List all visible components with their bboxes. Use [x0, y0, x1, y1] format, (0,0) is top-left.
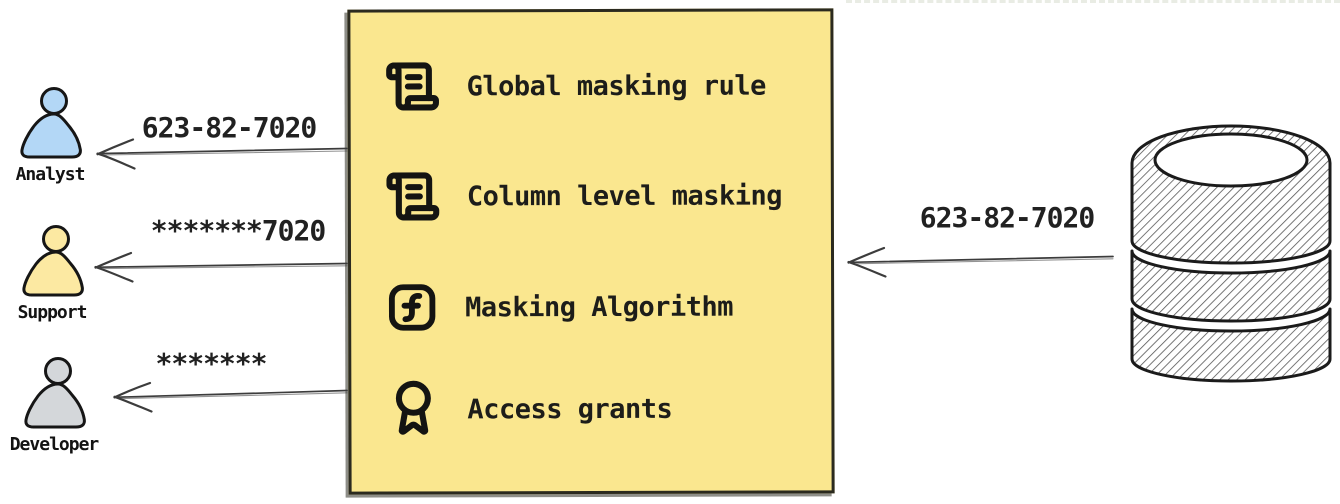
- award-icon: [395, 380, 431, 435]
- flow-value-database: 623-82-7020: [919, 201, 1095, 234]
- scroll-text-icon: [386, 62, 439, 111]
- masking-box-item-algorithm: Masking Algorithm: [385, 280, 733, 335]
- person-icon: [22, 225, 84, 297]
- arrow-to-developer: [113, 381, 348, 413]
- masking-box-item-access-grants: Access grants: [385, 378, 672, 441]
- scroll-text-icon: [386, 172, 440, 221]
- actor-support: Support: [4, 225, 100, 323]
- actor-label: Support: [17, 302, 88, 323]
- arrow-database-to-box: [847, 246, 1114, 278]
- canvas-edge-dashes: [846, 0, 1340, 3]
- actor-label: Analyst: [15, 164, 86, 185]
- masking-box-item-label: Global masking rule: [466, 70, 766, 102]
- actor-analyst: Analyst: [2, 87, 98, 185]
- masking-box-item-global-rule: Global masking rule: [384, 58, 766, 115]
- masking-box-item-column-masking: Column level masking: [385, 167, 782, 224]
- person-icon: [20, 87, 82, 159]
- person-icon: [24, 357, 86, 429]
- flow-value-support: *******7020: [150, 214, 326, 247]
- actor-label: Developer: [9, 434, 100, 455]
- masking-box-item-label: Masking Algorithm: [465, 291, 734, 323]
- flow-value-analyst: 623-82-7020: [141, 111, 317, 144]
- flow-value-developer: *******: [155, 347, 267, 380]
- actor-developer: Developer: [6, 357, 102, 455]
- arrow-to-support: [94, 251, 348, 283]
- masking-box-item-label: Access grants: [467, 393, 673, 425]
- database-icon: [1130, 124, 1332, 383]
- masking-box-item-label: Column level masking: [466, 179, 783, 212]
- masking-policy-box: Global masking rule Column level masking…: [347, 8, 835, 495]
- function-square-icon: [388, 284, 436, 331]
